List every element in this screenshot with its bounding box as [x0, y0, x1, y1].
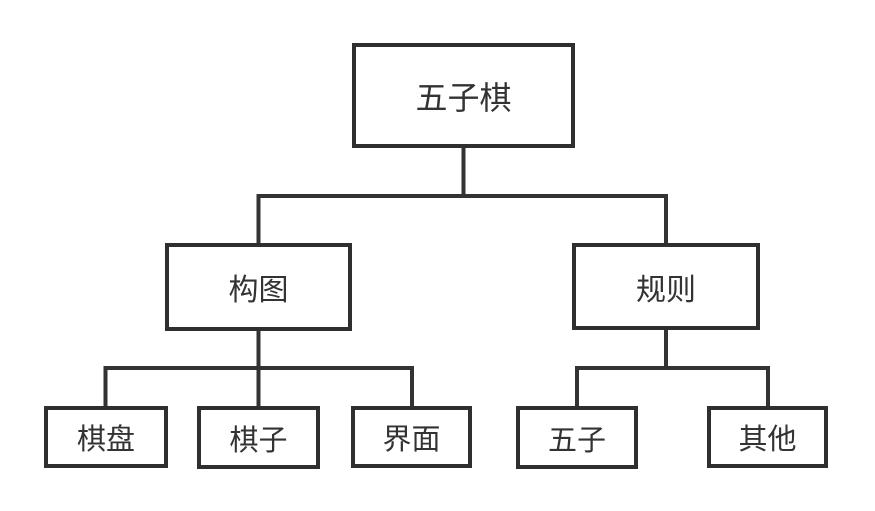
node-qipan-label: 棋盘: [76, 424, 135, 456]
connector-root-to-level2: [256, 146, 668, 245]
node-wuzi-label: 五子: [547, 424, 606, 457]
node-wuziqi-label: 五子棋: [415, 79, 512, 116]
node-jiemian-label: 界面: [382, 424, 441, 456]
node-qizi-label: 棋子: [229, 424, 288, 457]
connector-rules-to-children: [575, 328, 770, 408]
node-jiemian: 界面: [351, 406, 472, 468]
node-qizi: 棋子: [197, 406, 320, 469]
node-qita-label: 其他: [738, 424, 797, 456]
node-qita: 其他: [707, 406, 828, 468]
connector-composition-to-children: [103, 329, 414, 408]
node-wuzi: 五子: [516, 406, 638, 469]
node-guize-label: 规则: [636, 273, 696, 307]
node-goutu: 构图: [165, 243, 352, 331]
node-guize: 规则: [572, 243, 760, 330]
node-wuziqi: 五子棋: [352, 43, 575, 148]
node-goutu-label: 构图: [228, 274, 289, 307]
node-qipan: 棋盘: [44, 406, 168, 468]
